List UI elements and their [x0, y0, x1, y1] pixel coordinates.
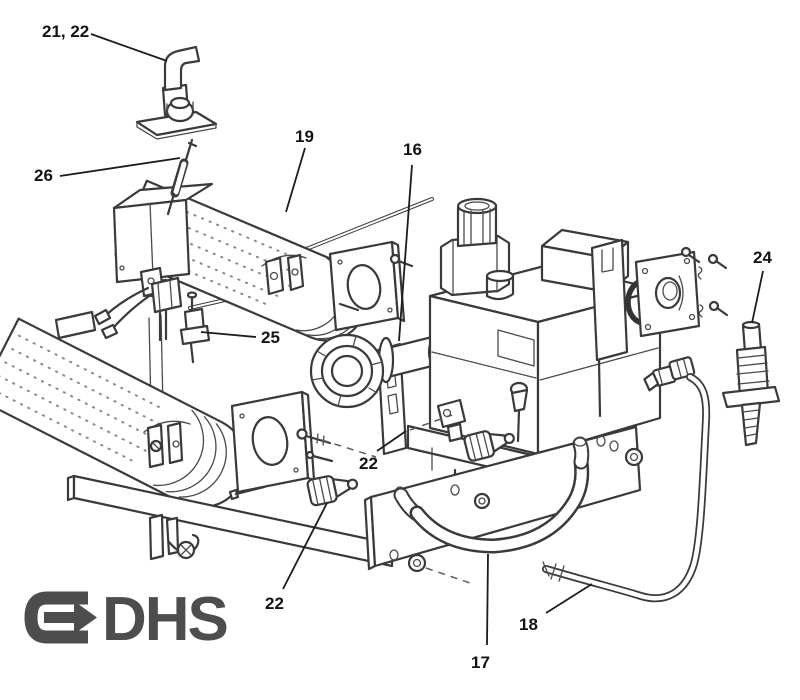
- callout-26: 26: [34, 166, 53, 185]
- leader-22-bottom: [282, 502, 328, 590]
- lower-burner-tube: [0, 310, 394, 568]
- callout-18: 18: [519, 615, 538, 634]
- assembly-axis-dashes: [321, 414, 471, 584]
- thermocouple-and-wires: [93, 266, 211, 411]
- arrow-right-logo-icon-head: [44, 601, 97, 634]
- injector-valve-underside: [463, 430, 515, 462]
- feed-pipe-and-union-nut: [309, 331, 450, 456]
- dhs-logo: DHS: [24, 585, 229, 654]
- arrow-right-logo-icon: [24, 591, 88, 644]
- spark-electrode: [166, 138, 198, 216]
- callout-16: 16: [403, 140, 422, 159]
- leader-26: [59, 157, 181, 177]
- ignition-electrode-assembly: [135, 45, 218, 140]
- callout-22-mid: 22: [359, 454, 378, 473]
- flame-sensor: [721, 320, 781, 447]
- callout-24: 24: [753, 248, 772, 267]
- leader-25: [200, 331, 257, 338]
- flange-screws: [680, 246, 729, 318]
- leader-19: [285, 147, 306, 213]
- burner-end-box: [112, 182, 214, 298]
- callout-25: 25: [261, 328, 280, 347]
- injector-screw: [228, 485, 266, 501]
- injector-manifold: [306, 475, 359, 507]
- leader-21-22: [90, 33, 168, 62]
- leader-17: [486, 553, 489, 646]
- leader-16: [398, 164, 413, 342]
- manifold-plate-and-pipe: [363, 425, 644, 573]
- logo-text: DHS: [102, 585, 227, 654]
- callout-19: 19: [295, 127, 314, 146]
- leader-24: [751, 270, 764, 324]
- flange-plate-and-oring: [625, 246, 729, 338]
- callout-leader-lines: [59, 33, 764, 646]
- callout-17: 17: [471, 653, 490, 672]
- leader-22-mid: [376, 430, 407, 452]
- callout-22-bottom: 22: [265, 594, 284, 613]
- sensor-pipe: [542, 356, 711, 603]
- callout-21-22: 21, 22: [42, 22, 89, 41]
- callout-labels: 21, 22 26 19 16 25 22 22 24 18 17: [34, 22, 772, 672]
- leader-18: [545, 583, 593, 614]
